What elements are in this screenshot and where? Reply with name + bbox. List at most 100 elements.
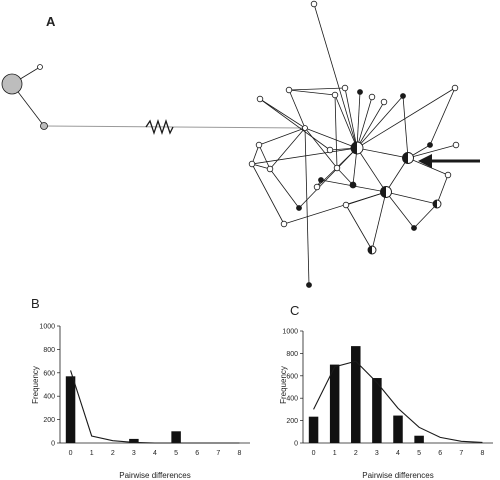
network-edge: [304, 127, 358, 149]
network-edge: [269, 168, 300, 209]
y-tick-label: 200: [43, 417, 55, 424]
network-node: [342, 201, 350, 209]
y-tick-label: 600: [43, 370, 55, 377]
network-node: [306, 282, 312, 288]
bar: [372, 378, 382, 443]
x-tick-label: 0: [69, 450, 73, 457]
chart-b-mismatch-distribution: Frequency Pairwise differences 020040060…: [31, 324, 250, 480]
network-node: [1, 73, 23, 95]
network-edge: [251, 163, 285, 225]
network-node: [255, 141, 263, 149]
panel-label-b: B: [31, 296, 40, 311]
network-node: [452, 141, 460, 149]
network-node: [318, 177, 324, 183]
network-nodes: [1, 0, 460, 288]
expected-curve: [313, 360, 483, 443]
bar: [329, 364, 340, 443]
long-branch-zigzag: [145, 118, 174, 136]
network-node: [357, 89, 363, 95]
x-tick-label: 3: [132, 450, 136, 457]
network-node: [400, 93, 406, 99]
network-node: [310, 0, 318, 8]
network-node: [380, 98, 388, 106]
network-edge: [402, 95, 409, 159]
y-tick-label: 800: [43, 347, 55, 354]
network-node: [266, 165, 274, 173]
bar: [414, 435, 424, 443]
network-edge: [269, 127, 306, 170]
network-node-shared-fill: [380, 186, 386, 198]
network-edge: [334, 94, 338, 169]
network-node: [302, 125, 308, 131]
network-node-shared-fill: [351, 142, 357, 154]
arrow-indicator: [418, 154, 480, 168]
x-tick-label: 7: [459, 450, 463, 457]
network-edge: [288, 89, 306, 129]
x-tick-label: 2: [354, 450, 358, 457]
network-node: [296, 205, 302, 211]
y-tick-label: 0: [294, 441, 298, 448]
network-node-shared-fill: [433, 200, 437, 208]
expected-curve: [70, 370, 240, 444]
network-node: [368, 93, 376, 101]
network-edge: [385, 157, 409, 193]
panel-label-c: C: [290, 303, 299, 318]
bar: [351, 346, 361, 443]
bar: [393, 415, 403, 443]
network-edge: [385, 191, 415, 229]
network-node: [326, 146, 334, 154]
network-edge: [356, 91, 361, 149]
network-node: [40, 122, 48, 130]
network-node: [313, 183, 321, 191]
network-edge: [356, 87, 456, 149]
network-edge: [334, 94, 358, 149]
network-edge: [344, 87, 358, 149]
network-edges: [11, 3, 457, 286]
x-tick-label: 0: [312, 450, 316, 457]
x-tick-label: 4: [396, 450, 400, 457]
network-edge: [288, 87, 346, 91]
network-node: [451, 84, 459, 92]
network-edge: [356, 101, 385, 149]
network-edge: [385, 191, 438, 205]
x-tick-label: 5: [174, 450, 178, 457]
network-edge: [429, 87, 456, 146]
network-edge: [251, 144, 260, 165]
network-node: [280, 220, 288, 228]
x-tick-label: 1: [90, 450, 94, 457]
y-tick-label: 600: [286, 373, 298, 380]
network-edge: [298, 147, 358, 209]
y-tick-label: 1000: [39, 324, 55, 331]
network-edge: [259, 98, 331, 151]
network-edge: [251, 147, 358, 165]
network-node: [444, 171, 452, 179]
y-tick-label: 0: [51, 441, 55, 448]
x-tick-label: 7: [216, 450, 220, 457]
panel-label-a: A: [46, 14, 56, 29]
network-node-shared-fill: [402, 152, 408, 164]
network-edge: [313, 3, 358, 149]
network-node: [411, 225, 417, 231]
chart-b-ylabel: Frequency: [31, 366, 40, 404]
x-tick-label: 6: [438, 450, 442, 457]
network-edge: [436, 174, 449, 205]
network-edge: [258, 144, 271, 170]
y-tick-label: 400: [286, 396, 298, 403]
chart-c-mismatch-distribution: Frequency Pairwise differences 020040060…: [279, 329, 493, 480]
network-edge: [407, 144, 457, 159]
network-node: [427, 142, 433, 148]
x-tick-label: 5: [417, 450, 421, 457]
network-node: [248, 160, 256, 168]
y-tick-label: 800: [286, 351, 298, 358]
network-edge: [259, 98, 306, 129]
bar: [65, 376, 76, 443]
x-tick-label: 4: [153, 450, 157, 457]
network-node: [37, 64, 43, 70]
chart-b-xlabel: Pairwise differences: [119, 471, 190, 480]
chart-c-xlabel: Pairwise differences: [362, 471, 433, 480]
network-node: [256, 95, 264, 103]
network-edge: [304, 127, 310, 286]
x-tick-label: 8: [237, 450, 241, 457]
network-edge: [43, 125, 306, 129]
network-edge: [407, 157, 449, 176]
